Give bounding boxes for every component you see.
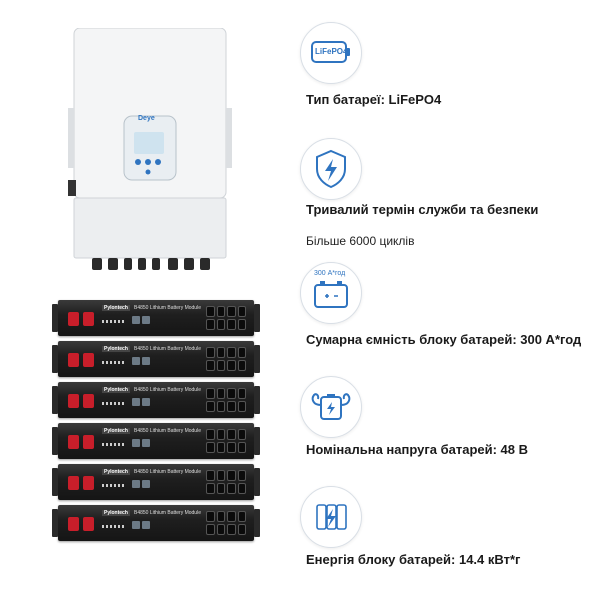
- battery-brand: Pylontech: [102, 428, 130, 434]
- battery-icon: LiFePO4: [300, 22, 362, 84]
- battery-brand: Pylontech: [102, 305, 130, 311]
- battery-module: Pylontech B4850 Lithium Battery Module: [52, 423, 260, 459]
- battery-brand: Pylontech: [102, 346, 130, 352]
- feature-battery-type: LiFePO4 Тип батареї: LiFePO4: [300, 22, 600, 112]
- feature-subtitle: Більше 6000 циклів: [306, 234, 415, 248]
- product-image: Deye Pylontech B4850 Lithium Battery Mod…: [52, 28, 260, 546]
- feature-voltage: Номінальна напруга батарей: 48 В: [300, 376, 600, 466]
- battery-brand: Pylontech: [102, 510, 130, 516]
- battery-brand: Pylontech: [102, 469, 130, 475]
- battery-module: Pylontech B4850 Lithium Battery Module: [52, 382, 260, 418]
- battery-model: B4850 Lithium Battery Module: [134, 387, 201, 393]
- battery-muscle-icon: [300, 376, 362, 438]
- feature-title: Тривалий термін служби та безпеки: [306, 202, 539, 217]
- battery-model: B4850 Lithium Battery Module: [134, 510, 201, 516]
- battery-capacity-icon: 300 А*год: [300, 262, 362, 324]
- feature-lifetime: Тривалий термін служби та безпеки Більше…: [300, 138, 600, 248]
- feature-title: Сумарна ємність блоку батарей: 300 А*год: [306, 332, 582, 347]
- feature-title: Тип батареї: LiFePO4: [306, 92, 442, 107]
- feature-capacity: 300 А*год Сумарна ємність блоку батарей:…: [300, 262, 600, 352]
- feature-energy: Енергія блоку батарей: 14.4 кВт*г: [300, 486, 600, 576]
- inverter-image: [68, 28, 232, 270]
- battery-module: Pylontech B4850 Lithium Battery Module: [52, 464, 260, 500]
- battery-model: B4850 Lithium Battery Module: [134, 428, 201, 434]
- battery-module: Pylontech B4850 Lithium Battery Module: [52, 505, 260, 541]
- feature-title: Енергія блоку батарей: 14.4 кВт*г: [306, 552, 521, 567]
- battery-model: B4850 Lithium Battery Module: [134, 469, 201, 475]
- feature-title: Номінальна напруга батарей: 48 В: [306, 442, 529, 457]
- battery-module: Pylontech B4850 Lithium Battery Module: [52, 300, 260, 336]
- battery-stack: Pylontech B4850 Lithium Battery Module P…: [52, 300, 260, 546]
- battery-module: Pylontech B4850 Lithium Battery Module: [52, 341, 260, 377]
- inverter-logo: Deye: [138, 115, 155, 122]
- battery-badge: LiFePO4: [315, 47, 348, 56]
- shield-bolt-icon: [300, 138, 362, 200]
- battery-model: B4850 Lithium Battery Module: [134, 305, 201, 311]
- battery-brand: Pylontech: [102, 387, 130, 393]
- battery-energy-icon: [300, 486, 362, 548]
- battery-model: B4850 Lithium Battery Module: [134, 346, 201, 352]
- capacity-badge: 300 А*год: [314, 270, 346, 277]
